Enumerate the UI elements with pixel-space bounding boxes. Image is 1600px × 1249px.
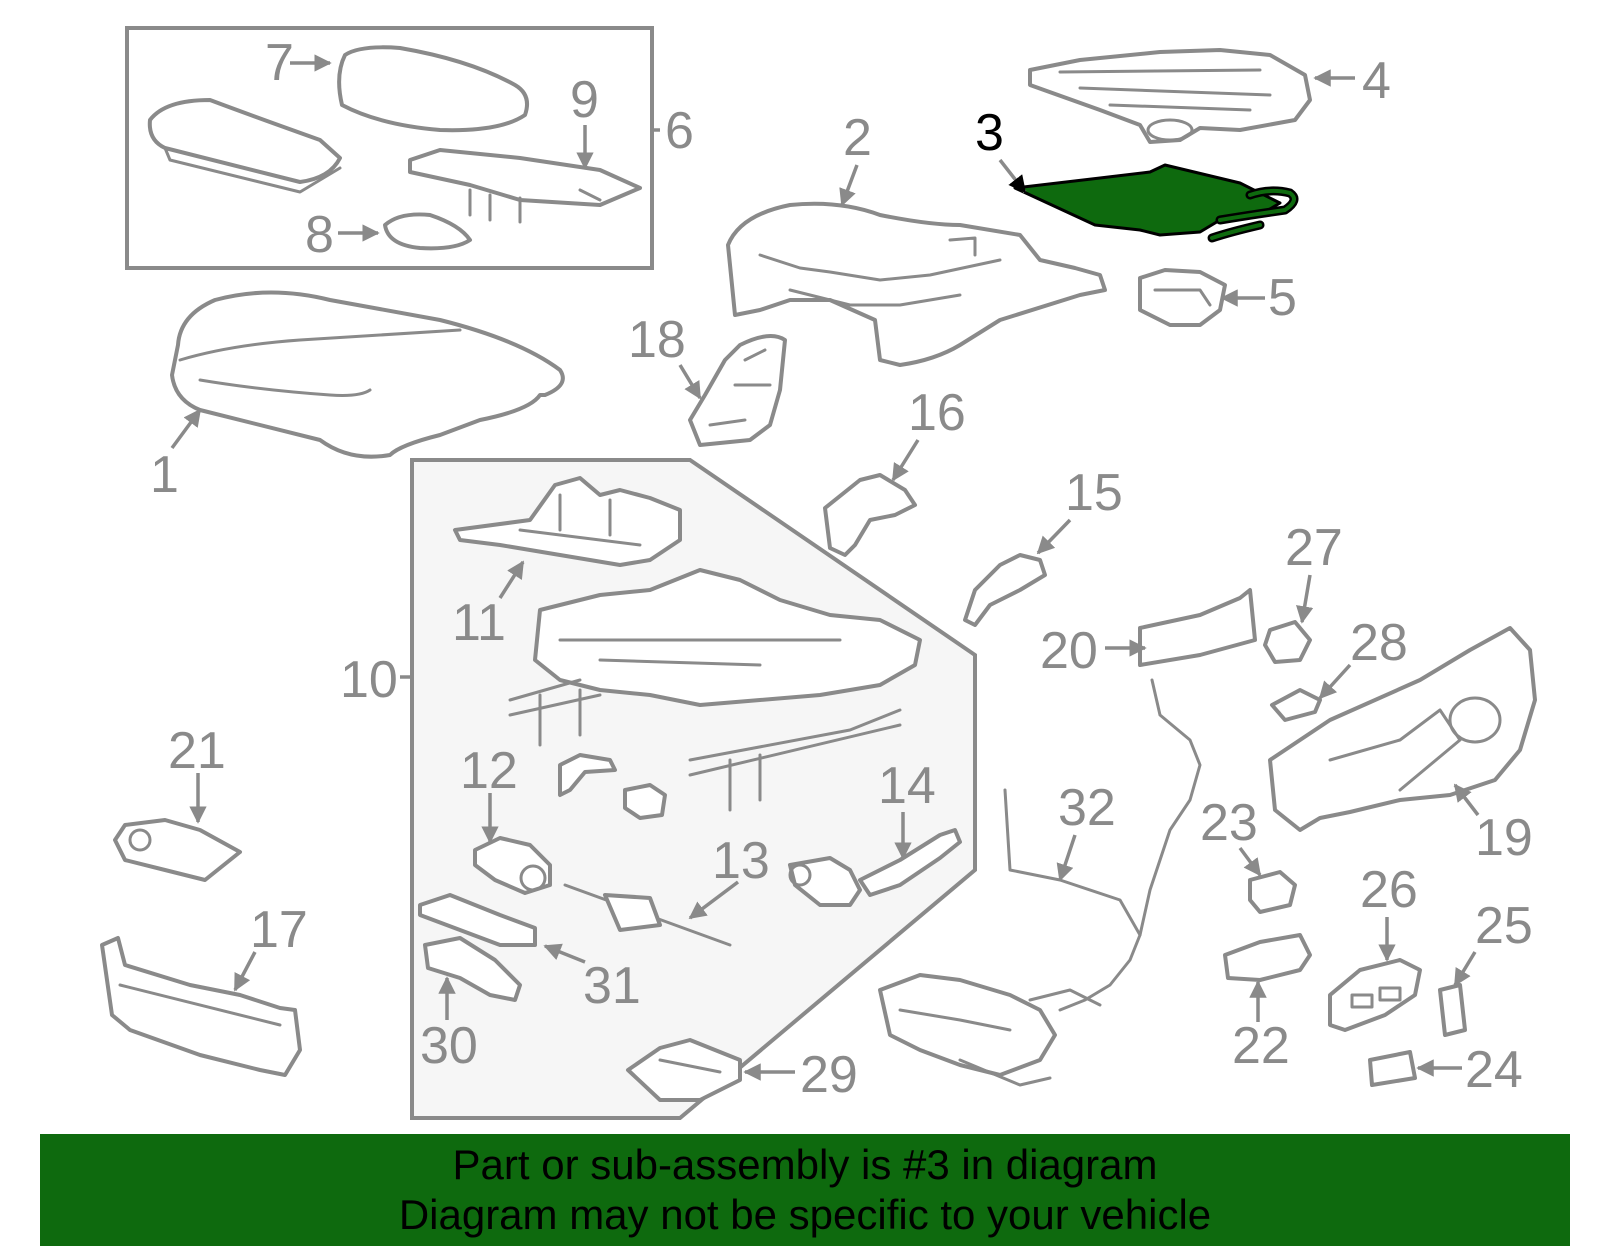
part-32[interactable]	[878, 678, 1202, 1087]
part-30[interactable]	[423, 936, 522, 1002]
callout-8[interactable]: 8	[305, 206, 334, 264]
callout-20[interactable]: 20	[1040, 622, 1098, 680]
callout-19[interactable]: 19	[1475, 809, 1533, 867]
callout-11[interactable]: 11	[452, 594, 506, 652]
callout-31[interactable]: 31	[583, 957, 641, 1015]
part-11[interactable]	[453, 476, 682, 567]
callout-24[interactable]: 24	[1465, 1041, 1523, 1099]
leader-31	[543, 943, 586, 964]
leader-11	[498, 560, 525, 599]
part-12[interactable]	[473, 836, 552, 895]
leader-3	[998, 158, 1027, 194]
leader-25	[1453, 951, 1477, 987]
part-15[interactable]	[963, 553, 1047, 627]
callout-26[interactable]: 26	[1360, 861, 1418, 919]
callout-10[interactable]: 10	[340, 651, 398, 709]
part-10-clip-a[interactable]	[558, 753, 617, 797]
part-18[interactable]	[688, 334, 787, 447]
callout-28[interactable]: 28	[1350, 614, 1408, 672]
leader-18	[678, 364, 702, 400]
leader-17	[233, 951, 257, 992]
callout-14[interactable]: 14	[878, 757, 936, 815]
callout-9[interactable]: 9	[570, 71, 599, 129]
leader-15	[1036, 518, 1072, 555]
part-17[interactable]	[100, 936, 302, 1077]
part-3-highlighted[interactable]	[1013, 163, 1299, 243]
footer-line-2: Diagram may not be specific to your vehi…	[398, 1191, 1212, 1238]
leader-27	[1296, 574, 1314, 624]
part-19[interactable]	[1268, 626, 1537, 832]
leader-13	[688, 880, 740, 920]
leader-1	[170, 408, 202, 450]
callout-23[interactable]: 23	[1200, 794, 1258, 852]
callout-32[interactable]: 32	[1058, 779, 1116, 837]
part-23[interactable]	[1248, 870, 1297, 914]
part-10-clip-b[interactable]	[623, 783, 667, 820]
footer-line-1: Part or sub-assembly is #3 in diagram	[452, 1141, 1158, 1188]
callout-6[interactable]: 6	[665, 102, 694, 160]
leader-19	[1453, 783, 1480, 817]
callout-7[interactable]: 7	[265, 34, 294, 92]
callout-18[interactable]: 18	[628, 311, 686, 369]
part-21[interactable]	[113, 818, 242, 882]
part-7-trim[interactable]	[147, 98, 342, 194]
part-20[interactable]	[1138, 588, 1257, 667]
leader-28	[1318, 663, 1352, 700]
part-22[interactable]	[1223, 933, 1312, 982]
callout-15[interactable]: 15	[1065, 464, 1123, 522]
callout-25[interactable]: 25	[1475, 897, 1533, 955]
part-2[interactable]	[726, 201, 1107, 367]
part-1[interactable]	[170, 290, 565, 459]
part-26[interactable]	[1328, 958, 1422, 1032]
callout-2[interactable]: 2	[843, 109, 872, 167]
callout-21[interactable]: 21	[168, 722, 226, 780]
callout-27[interactable]: 27	[1285, 519, 1343, 577]
group-box-6	[125, 26, 654, 270]
callout-22[interactable]: 22	[1232, 1017, 1290, 1075]
callout-17[interactable]: 17	[250, 901, 308, 959]
callout-3[interactable]: 3	[975, 104, 1004, 162]
part-9[interactable]	[408, 148, 642, 224]
callout-5[interactable]: 5	[1268, 269, 1297, 327]
leader-32	[1056, 834, 1077, 882]
callout-1[interactable]: 1	[150, 446, 179, 504]
part-24[interactable]	[1368, 1050, 1417, 1087]
part-8[interactable]	[383, 212, 472, 251]
callout-29[interactable]: 29	[800, 1046, 858, 1104]
part-7[interactable]	[337, 45, 529, 133]
callout-30[interactable]: 30	[420, 1017, 478, 1075]
part-16[interactable]	[823, 473, 917, 557]
callout-4[interactable]: 4	[1362, 52, 1391, 110]
leader-23	[1238, 846, 1262, 877]
callout-13[interactable]: 13	[712, 832, 770, 890]
part-25[interactable]	[1438, 983, 1467, 1037]
part-13[interactable]	[563, 883, 732, 947]
part-27[interactable]	[1263, 620, 1312, 664]
callout-16[interactable]: 16	[908, 384, 966, 442]
part-5[interactable]	[1138, 268, 1227, 327]
part-14[interactable]	[788, 828, 962, 907]
leader-2	[839, 164, 859, 207]
part-28[interactable]	[1270, 688, 1322, 722]
part-31[interactable]	[418, 893, 537, 947]
footer-banner: Part or sub-assembly is #3 in diagram Di…	[40, 1134, 1570, 1246]
part-10[interactable]	[508, 568, 922, 812]
callout-12[interactable]: 12	[460, 742, 518, 800]
part-4[interactable]	[1028, 48, 1312, 144]
part-29[interactable]	[626, 1038, 742, 1102]
leader-16	[891, 439, 920, 482]
